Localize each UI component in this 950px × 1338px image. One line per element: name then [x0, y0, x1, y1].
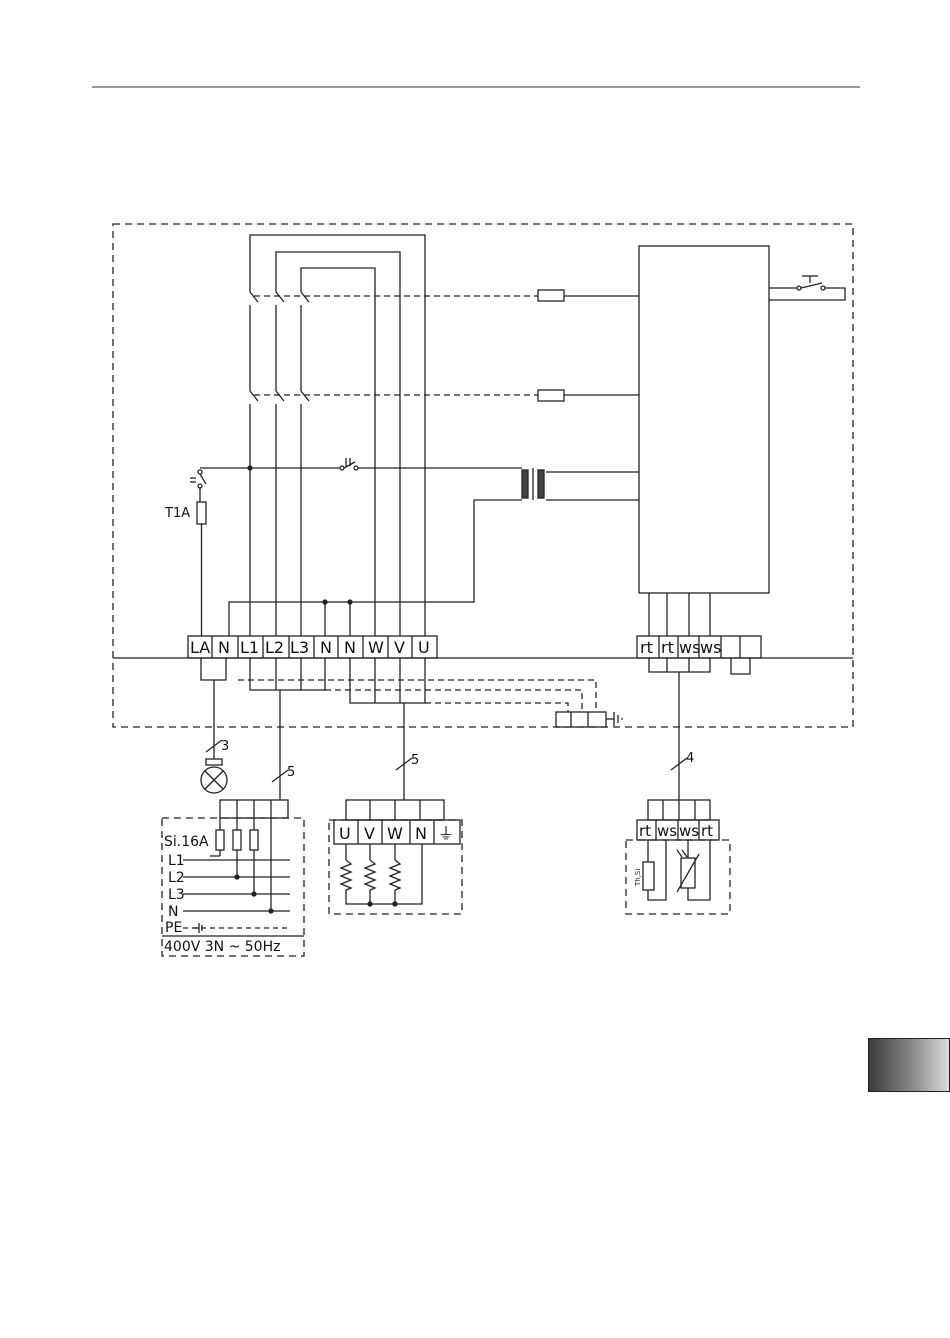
terminal-label-la: LA [190, 638, 210, 657]
controller-unit [639, 246, 769, 593]
supply-line-label: L1 [168, 853, 185, 869]
sensor-box-terminal: ws [657, 822, 677, 840]
control-bus [200, 458, 639, 636]
terminal-label-l3: L3 [290, 638, 309, 657]
transformer-icon [522, 468, 544, 500]
sensor-cable-cores: 4 [686, 751, 694, 766]
heater-cable-cores: 5 [411, 753, 419, 768]
terminal-label-n: N [320, 638, 332, 657]
terminal-label-l1: L1 [240, 638, 259, 657]
safety-sensor-label: Th,Si [634, 869, 642, 887]
heater-terminal-label: U [339, 824, 351, 843]
heater-terminal-label: W [387, 824, 403, 843]
resistor-icon [390, 860, 400, 890]
earth-terminal-block [556, 712, 614, 727]
sensor-connection-box [626, 800, 730, 914]
supply-fuse-label: Si.16A [164, 834, 209, 850]
supply-earth-label: PE [165, 920, 182, 936]
resistor-icon [341, 860, 351, 890]
contactor-switch-icon [250, 385, 639, 636]
cable-brackets [201, 658, 750, 800]
sensor-box-terminal: ws [679, 822, 699, 840]
terminal-label-n: N [344, 638, 356, 657]
resistor-icon [365, 860, 375, 890]
sensor-box-terminal: rt [639, 822, 651, 840]
heater-terminal-label: N [415, 824, 427, 843]
door-switch-icon [190, 470, 206, 502]
sensor-terminal-label: rt [661, 638, 674, 657]
section-tab [868, 1038, 950, 1092]
fuse-label: T1A [164, 506, 190, 521]
heater-connection-box [329, 800, 462, 914]
sensor-terminal-label: ws [700, 638, 721, 657]
terminal-label-v: V [394, 638, 405, 657]
terminal-label-n: N [218, 638, 230, 657]
heater-terminal-label: V [364, 824, 375, 843]
earth-connections [238, 680, 596, 712]
sensor-box-terminal: rt [701, 822, 713, 840]
sensor-terminal-label: ws [679, 638, 700, 657]
heater-terminal-label: ⏚ [438, 824, 454, 843]
contactor-switch-icon [250, 285, 639, 385]
sensor-terminal-label: rt [640, 638, 653, 657]
earth-icon [193, 923, 202, 933]
supply-cable-cores: 5 [287, 765, 295, 780]
push-button-icon [769, 276, 845, 300]
terminal-label-l2: L2 [265, 638, 284, 657]
terminal-label-w: W [368, 638, 384, 657]
lamp-icon [201, 759, 227, 793]
fuse-icon [197, 502, 206, 636]
supply-line-label: N [168, 904, 178, 920]
supply-line-label: L2 [168, 870, 185, 886]
earth-icon [614, 712, 622, 726]
supply-line-label: L3 [168, 887, 185, 903]
terminal-label-u: U [418, 638, 430, 657]
lamp-cable-cores: 3 [221, 739, 229, 754]
supply-rating-label: 400V 3N ~ 50Hz [164, 939, 280, 955]
